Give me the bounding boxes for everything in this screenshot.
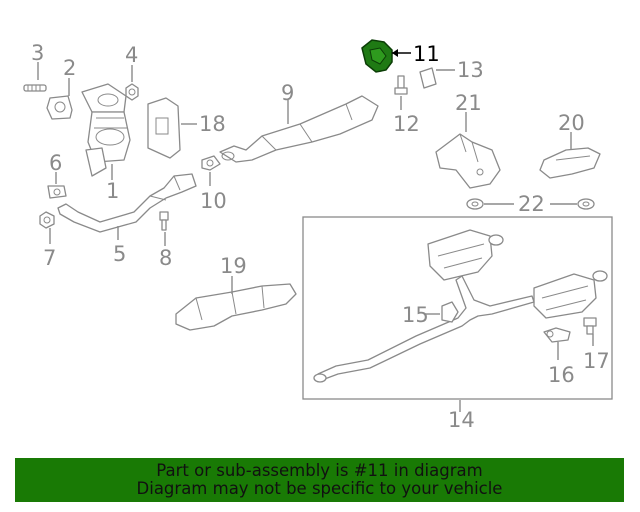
callout-9: 9 (281, 81, 294, 105)
part-7-nut (39, 211, 55, 229)
callout-12: 12 (393, 112, 420, 136)
part-18-heat-shield (147, 97, 181, 159)
part-16-clamp (543, 327, 571, 343)
callout-20: 20 (558, 111, 585, 135)
part-5-front-pipe (57, 173, 197, 233)
part-20-bracket (539, 147, 601, 179)
callout-19: 19 (220, 254, 247, 278)
part-21-bracket (435, 133, 501, 189)
part-8-bolt (159, 211, 169, 231)
callout-2: 2 (63, 56, 76, 80)
callout-15: 15 (402, 303, 429, 327)
callout-1: 1 (106, 179, 119, 203)
disclaimer-line-1: Part or sub-assembly is #11 in diagram (156, 461, 483, 480)
callout-4: 4 (125, 43, 138, 67)
part-4-nut (125, 83, 139, 101)
callout-3: 3 (31, 41, 44, 65)
callout-7: 7 (43, 246, 56, 270)
part-19-heat-shield (175, 283, 297, 331)
part-17-bolt (583, 317, 597, 335)
disclaimer-banner: Part or sub-assembly is #11 in diagram D… (15, 458, 624, 502)
part-14-muffler-assembly (313, 229, 608, 383)
callout-14: 14 (448, 408, 475, 432)
part-22-insulators (466, 198, 595, 210)
part-9-intermediate-pipe (219, 95, 379, 163)
callout-5: 5 (113, 242, 126, 266)
part-3-stud (23, 84, 47, 92)
part-15-insulator (441, 301, 459, 323)
part-13-bracket (419, 67, 437, 89)
callout-21: 21 (455, 91, 482, 115)
callout-16: 16 (548, 363, 575, 387)
callout-17: 17 (583, 349, 610, 373)
callout-6: 6 (49, 151, 62, 175)
callout-22: 22 (518, 192, 545, 216)
callout-8: 8 (159, 246, 172, 270)
exhaust-parts-diagram: 3 2 1 4 18 6 7 (23, 39, 613, 432)
callout-18: 18 (199, 112, 226, 136)
callout-11: 11 (413, 42, 440, 66)
disclaimer-line-2: Diagram may not be specific to your vehi… (136, 479, 503, 498)
part-14-assembly-box (302, 216, 613, 400)
part-1-catalytic-converter (81, 83, 131, 177)
part-10-gasket (201, 155, 221, 171)
part-11-hanger-highlighted (361, 39, 393, 73)
callout-13: 13 (457, 58, 484, 82)
part-6-gasket (47, 185, 67, 199)
part-12-bolt (394, 75, 408, 95)
part-2-gasket (46, 95, 73, 120)
callout-10: 10 (200, 189, 227, 213)
